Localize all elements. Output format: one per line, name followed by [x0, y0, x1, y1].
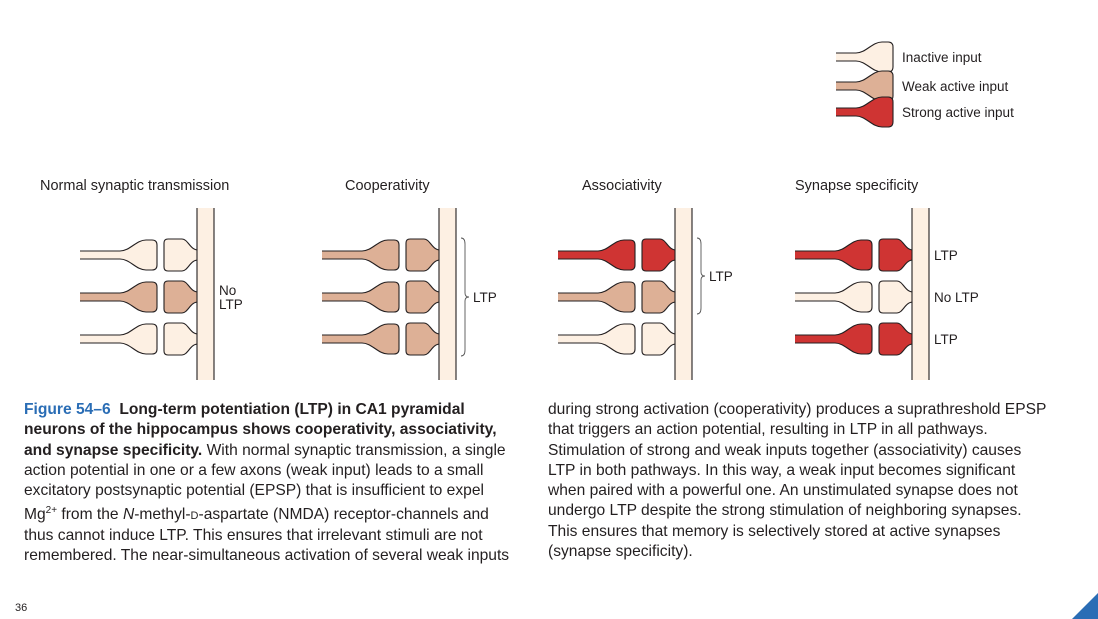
axon-shaft-and-bouton — [836, 96, 894, 128]
axon-shaft-and-bouton — [80, 239, 158, 271]
dendritic-spine — [405, 322, 441, 356]
panel-title: Synapse specificity — [795, 178, 919, 194]
axon-shaft-and-bouton — [836, 70, 894, 102]
input-axon-inactive — [795, 281, 873, 313]
dendritic-spine — [641, 280, 677, 314]
input-axon-weak — [322, 281, 400, 313]
dendrite-shaft — [197, 208, 214, 380]
legend-label: Inactive input — [902, 50, 982, 65]
axon-shaft-and-bouton — [80, 323, 158, 355]
axon-shaft-and-bouton — [80, 281, 158, 313]
axon-shaft-and-bouton — [795, 239, 873, 271]
caption-right-column: during strong activation (cooperativity)… — [548, 401, 1047, 561]
dendrite-shaft — [912, 208, 929, 380]
caption-italic-n: N — [122, 506, 135, 524]
input-axon-strong — [795, 239, 873, 271]
axon-shaft-and-bouton — [795, 323, 873, 355]
figure-title: Long-term potentiation (LTP) in CA1 pyra… — [24, 401, 497, 459]
dendritic-spine — [878, 322, 914, 356]
outcome-label-line: LTP — [473, 290, 497, 305]
caption-left-column: Figure 54–6 Long-term potentiation (LTP)… — [24, 400, 514, 567]
legend-label: Weak active input — [902, 79, 1009, 94]
caption-superscript: 2+ — [45, 505, 58, 517]
legend-item: Weak active input — [836, 70, 1009, 102]
input-axon-weak — [80, 281, 158, 313]
dendritic-spine — [405, 280, 441, 314]
panel-title: Normal synaptic transmission — [40, 178, 229, 194]
axon-shaft-and-bouton — [558, 239, 636, 271]
outcome-label: LTP — [709, 269, 733, 284]
ltp-bracket — [460, 237, 470, 357]
dendritic-spine — [163, 238, 199, 272]
input-axon-strong — [795, 323, 873, 355]
outcome-label-line: No — [219, 283, 236, 298]
outcome-label-line: LTP — [934, 332, 958, 347]
dendrite-shaft — [439, 208, 456, 380]
dendritic-spine — [878, 238, 914, 272]
legend-item: Strong active input — [836, 96, 1014, 128]
panel-title: Associativity — [582, 178, 663, 194]
dendritic-spine — [163, 322, 199, 356]
outcome-label-line: LTP — [219, 297, 243, 312]
legend-strong-axon — [836, 96, 894, 128]
axon-shaft-and-bouton — [558, 281, 636, 313]
input-axon-inactive — [80, 239, 158, 271]
outcome-label: LTP — [473, 290, 497, 305]
ltp-bracket — [696, 237, 706, 315]
dendritic-spine — [641, 322, 677, 356]
axon-shaft-and-bouton — [795, 281, 873, 313]
axon-shaft-and-bouton — [322, 281, 400, 313]
dendritic-spine — [405, 238, 441, 272]
caption-text-1: With normal synaptic transmission, a sin… — [24, 441, 506, 524]
dendrite-shaft — [675, 208, 692, 380]
outcome-label: No LTP — [934, 290, 979, 305]
legend-inactive-axon — [836, 41, 894, 73]
input-axon-strong — [558, 239, 636, 271]
caption-text-3: -methyl- — [134, 506, 191, 524]
legend-label: Strong active input — [902, 105, 1014, 120]
axon-shaft-and-bouton — [836, 41, 894, 73]
axon-shaft-and-bouton — [558, 323, 636, 355]
outcome-label-line: LTP — [934, 248, 958, 263]
dendritic-spine — [641, 238, 677, 272]
page-number: 36 — [15, 602, 28, 614]
corner-triangle-mark — [1072, 593, 1098, 619]
caption-text-2: from the — [57, 506, 123, 524]
legend-weak-axon — [836, 70, 894, 102]
outcome-label-line: LTP — [709, 269, 733, 284]
outcome-label-line: No LTP — [934, 290, 979, 305]
input-axon-weak — [322, 239, 400, 271]
dendritic-spine — [878, 280, 914, 314]
outcome-label: LTP — [934, 332, 958, 347]
figure-label: Figure 54–6 — [24, 401, 111, 418]
input-axon-inactive — [80, 323, 158, 355]
caption-smallcap-d: d — [190, 506, 199, 524]
axon-shaft-and-bouton — [322, 239, 400, 271]
input-axon-inactive — [558, 323, 636, 355]
input-axon-weak — [322, 323, 400, 355]
legend-item: Inactive input — [836, 41, 982, 73]
panel-title: Cooperativity — [345, 178, 430, 194]
axon-shaft-and-bouton — [322, 323, 400, 355]
outcome-label: LTP — [934, 248, 958, 263]
dendritic-spine — [163, 280, 199, 314]
caption-text-4: -aspartate (NMDA) receptor-channels and … — [24, 506, 510, 565]
input-axon-weak — [558, 281, 636, 313]
